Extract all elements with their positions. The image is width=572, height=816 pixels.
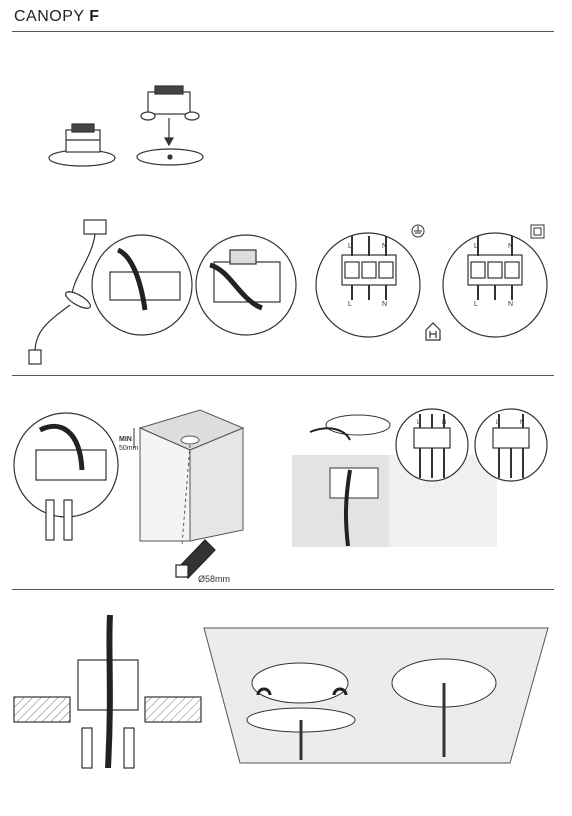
step3-label-L: L	[417, 420, 421, 426]
step2-detail-circle-1	[91, 234, 193, 336]
step3-terminal-detail-1	[395, 408, 469, 482]
step4-canopy-mounting	[203, 627, 549, 764]
step4-ceiling-section	[13, 614, 202, 769]
section-divider-1	[12, 375, 554, 376]
title-main: CANOPY	[14, 8, 85, 25]
page-title: CANOPY F	[14, 8, 100, 26]
terminal-label-N-bottom: N	[382, 301, 387, 308]
section-divider-2	[12, 589, 554, 590]
step2-terminal-circle-earth	[315, 232, 421, 338]
step2-pendant-cable	[28, 219, 107, 365]
step3-screwdriver-detail	[13, 412, 119, 541]
hole-diameter-label: Ø58mm	[198, 574, 230, 584]
saw-icon	[175, 539, 216, 579]
min-value: 50mm	[119, 445, 139, 452]
step1-canopy-assembled	[48, 123, 116, 167]
terminal-label-L-bottom: L	[348, 301, 352, 308]
step3-label-N: N	[442, 420, 446, 426]
terminal-label-N-top-2: N	[508, 243, 513, 250]
house-icon	[425, 322, 441, 341]
earth-ground-icon	[411, 224, 425, 238]
step3-ceiling-block	[133, 409, 245, 546]
terminal-label-N-top: N	[382, 243, 387, 250]
terminal-label-L-top: L	[348, 243, 352, 250]
header-rule	[12, 31, 554, 32]
step3-label-N-2: N	[520, 420, 524, 426]
step2-terminal-circle-double	[442, 232, 548, 338]
step3-ceiling-install	[292, 414, 497, 547]
terminal-label-L-bottom-2: L	[474, 301, 478, 308]
step2-detail-circle-2	[195, 234, 297, 336]
title-variant: F	[89, 8, 100, 25]
step3-label-L-2: L	[496, 420, 500, 426]
terminal-label-N-bottom-2: N	[508, 301, 513, 308]
terminal-label-L-top-2: L	[474, 243, 478, 250]
min-label: MIN	[119, 436, 132, 443]
step3-terminal-detail-2	[474, 408, 548, 482]
double-insulation-icon	[530, 224, 545, 239]
step1-canopy-separated	[136, 85, 204, 166]
